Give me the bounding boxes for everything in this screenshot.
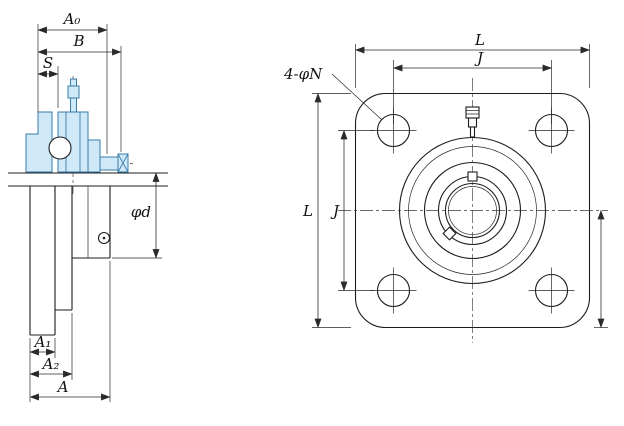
bearing-ball <box>48 136 72 160</box>
dim-label-a0: A₀ <box>62 10 81 28</box>
set-screw-front-rotated <box>442 226 457 241</box>
dim-label-j-left: J <box>330 202 340 220</box>
right-view: L J 4-φN L J <box>283 31 608 343</box>
hole-callout-leader <box>331 73 383 121</box>
knurl-hatch <box>117 153 129 173</box>
dim-label-phi-d: φd <box>131 203 151 221</box>
grease-fitting-head <box>465 106 480 119</box>
left-view-dimensions: A₀ B S φd A₁ A₂ A <box>29 10 162 402</box>
bolt-hole-bottom-left <box>370 267 417 314</box>
housing-edge <box>72 186 111 259</box>
side-bolt-hole <box>97 231 111 245</box>
set-screw-front <box>467 171 478 182</box>
spigot-edge <box>55 186 73 311</box>
dim-label-a1: A₁ <box>33 333 52 351</box>
flange-plate-edge <box>29 186 56 336</box>
dim-label-a: A <box>56 378 69 396</box>
set-screw-front-rotated-square <box>442 226 457 241</box>
grease-fitting-stem <box>469 126 476 138</box>
grease-fitting-hatch <box>466 110 479 115</box>
set-screw-stem <box>70 97 77 113</box>
bolt-hole-centermark <box>528 267 575 314</box>
right-view-flange <box>338 78 608 343</box>
right-view-dimensions: L J 4-φN L J <box>283 31 608 329</box>
left-view-section <box>8 76 168 194</box>
dim-label-s: S <box>43 54 53 72</box>
grease-fitting-icon <box>465 106 480 138</box>
grease-fitting-neck <box>467 117 478 128</box>
dim-label-a2: A₂ <box>41 355 60 373</box>
bolt-hole-bottom-right <box>528 267 575 314</box>
housing-section <box>25 111 53 173</box>
side-screw-body <box>99 156 119 171</box>
dim-label-l-top: L <box>474 31 485 49</box>
left-view-lower-body <box>29 186 111 336</box>
dim-label-b: B <box>72 32 84 50</box>
dim-label-j-top: J <box>474 49 484 67</box>
left-view: A₀ B S φd A₁ A₂ A <box>8 10 168 402</box>
hole-callout-label: 4-φN <box>283 65 323 83</box>
dim-label-l-left: L <box>302 202 313 220</box>
side-bolt-hole-center <box>102 236 106 240</box>
outer-ring-section <box>87 139 101 173</box>
bolt-hole-centermark <box>370 267 417 314</box>
set-screw-tip <box>70 78 77 87</box>
set-screw-head <box>67 85 80 99</box>
